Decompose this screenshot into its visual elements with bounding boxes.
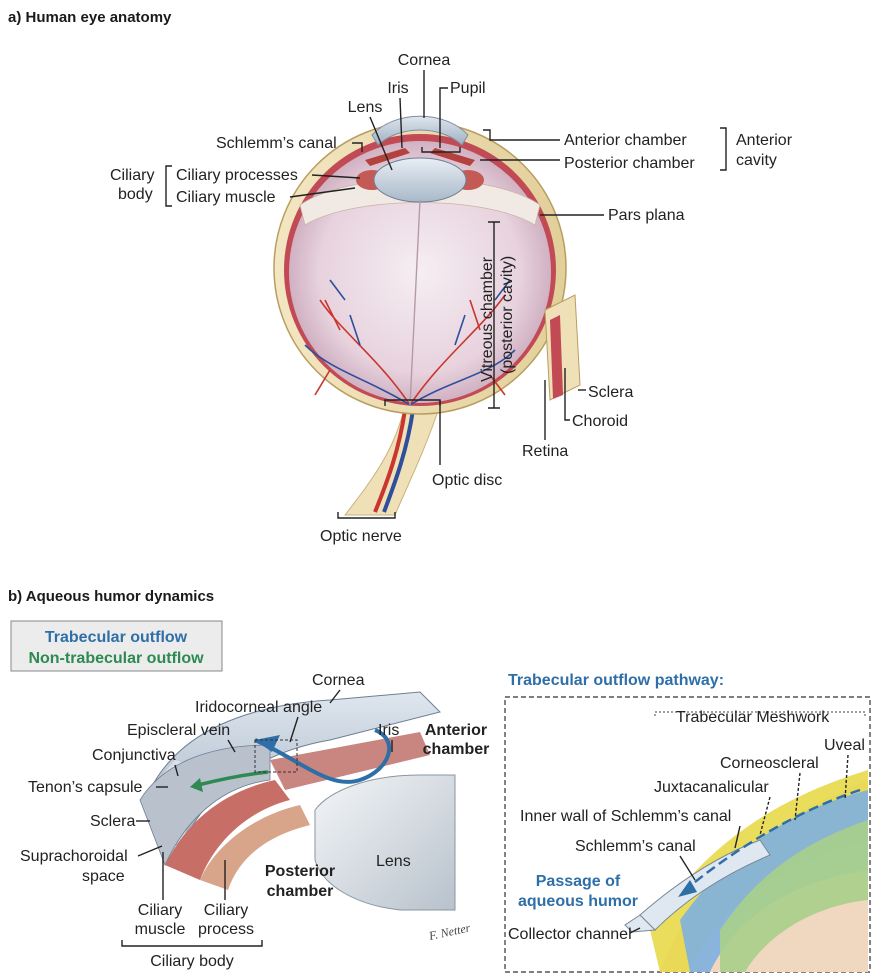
b-label-tenons-capsule: Tenon’s capsule: [28, 779, 143, 796]
label-vitreous-line1: Vitreous chamber: [479, 256, 496, 382]
b-label-conjunctiva: Conjunctiva: [92, 747, 176, 764]
inset-label-trabecular-meshwork: Trabecular Meshwork: [676, 709, 830, 726]
inset-label-passage-line2: aqueous humor: [518, 893, 638, 910]
b-label-posterior-chamber-line1: Posterior: [265, 863, 335, 880]
b-label-episcleral-vein: Episcleral vein: [127, 722, 230, 739]
b-label-anterior-chamber-line2: chamber: [423, 741, 490, 758]
legend-non-trabecular-outflow: Non-trabecular outflow: [28, 650, 204, 667]
inset-label-schlemms-canal: Schlemm’s canal: [575, 838, 696, 855]
label-anterior-chamber: Anterior chamber: [564, 132, 687, 149]
outflow-legend: Trabecular outflow Non-trabecular outflo…: [11, 621, 222, 671]
inset-label-inner-wall: Inner wall of Schlemm’s canal: [520, 808, 731, 825]
label-ciliary-muscle: Ciliary muscle: [176, 189, 276, 206]
inset-label-uveal: Uveal: [824, 737, 865, 754]
inset-title: Trabecular outflow pathway:: [508, 672, 724, 689]
label-lens: Lens: [348, 99, 383, 116]
label-optic-nerve: Optic nerve: [320, 528, 402, 545]
b-label-posterior-chamber-line2: chamber: [267, 883, 334, 900]
netter-signature: F. Netter: [427, 920, 472, 943]
inset-label-collector-channel: Collector channel: [508, 926, 632, 943]
label-iris: Iris: [387, 80, 408, 97]
b-label-suprachoroidal-line2: space: [82, 868, 125, 885]
label-anterior-cavity-line1: Anterior: [736, 132, 793, 149]
section-a-title: a) Human eye anatomy: [8, 9, 172, 26]
legend-trabecular-outflow: Trabecular outflow: [45, 629, 188, 646]
b-label-iridocorneal-angle: Iridocorneal angle: [195, 699, 322, 716]
label-choroid: Choroid: [572, 413, 628, 430]
inset-label-corneoscleral: Corneoscleral: [720, 755, 819, 772]
label-cornea: Cornea: [398, 52, 451, 69]
label-pupil: Pupil: [450, 80, 486, 97]
b-label-ciliary-process-line2: process: [198, 921, 254, 938]
b-label-ciliary-process-line1: Ciliary: [204, 902, 248, 919]
label-pars-plana: Pars plana: [608, 207, 685, 224]
label-ciliary-body-line2: body: [118, 186, 153, 203]
section-b-title: b) Aqueous humor dynamics: [8, 588, 214, 605]
label-posterior-chamber: Posterior chamber: [564, 155, 695, 172]
inset-label-juxtacanalicular: Juxtacanalicular: [654, 779, 769, 796]
b-label-ciliary-muscle-line1: Ciliary: [138, 902, 182, 919]
label-ciliary-body-line1: Ciliary: [110, 167, 154, 184]
b-label-ciliary-body: Ciliary body: [150, 953, 234, 970]
label-anterior-cavity-line2: cavity: [736, 152, 777, 169]
b-label-ciliary-muscle-line2: muscle: [135, 921, 186, 938]
b-label-suprachoroidal-line1: Suprachoroidal: [20, 848, 128, 865]
b-label-lens: Lens: [376, 853, 411, 870]
label-schlemms-canal: Schlemm’s canal: [216, 135, 337, 152]
b-label-sclera: Sclera: [90, 813, 135, 830]
label-retina: Retina: [522, 443, 568, 460]
b-label-anterior-chamber-line1: Anterior: [425, 722, 487, 739]
label-ciliary-processes: Ciliary processes: [176, 167, 298, 184]
b-label-iris: Iris: [378, 722, 399, 739]
inset-label-passage-line1: Passage of: [536, 873, 621, 890]
label-sclera: Sclera: [588, 384, 633, 401]
b-label-cornea: Cornea: [312, 672, 365, 689]
label-vitreous-line2: (posterior cavity): [499, 256, 516, 374]
label-optic-disc: Optic disc: [432, 472, 502, 489]
